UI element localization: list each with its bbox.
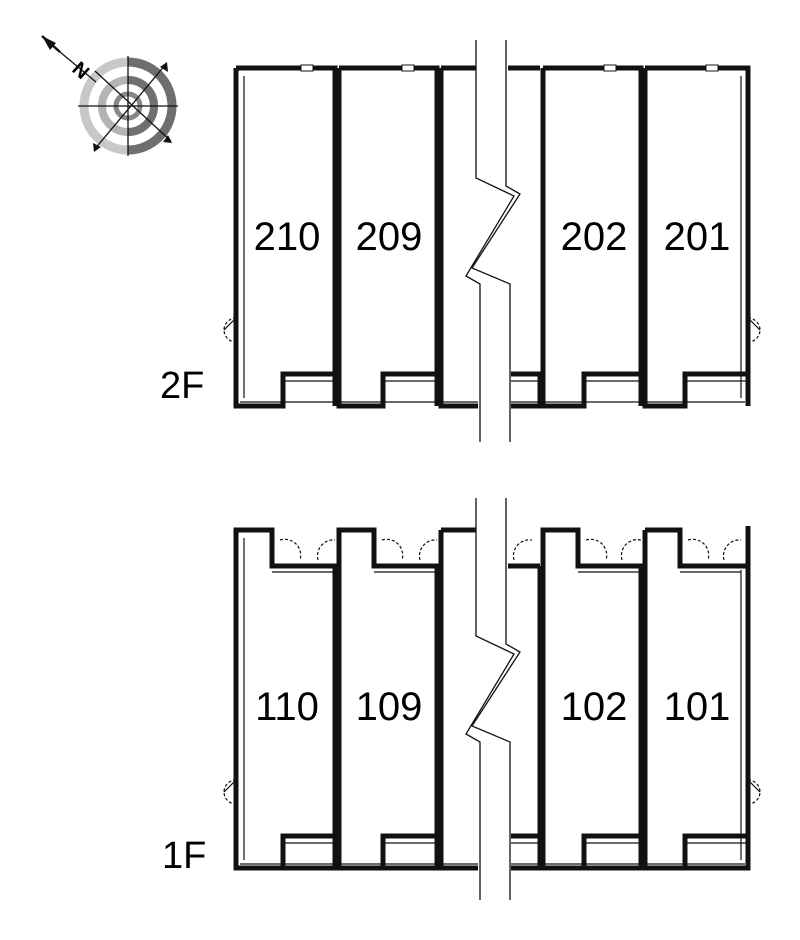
room-number: 209 xyxy=(356,215,423,259)
room-number: 101 xyxy=(664,685,731,729)
room-number: 109 xyxy=(356,685,423,729)
compass-icon: N xyxy=(41,35,178,156)
floor-2f-plan: 210 209 202 201 2F xyxy=(160,40,761,442)
room-number: 102 xyxy=(561,685,628,729)
floor-1f-plan: 110 109 102 101 1F xyxy=(162,498,761,900)
room-number: 210 xyxy=(254,215,321,259)
floor-label: 2F xyxy=(160,365,204,407)
room-number: 202 xyxy=(561,215,628,259)
room-number: 201 xyxy=(664,215,731,259)
room-number: 110 xyxy=(255,685,319,729)
floor-label: 1F xyxy=(162,835,206,877)
